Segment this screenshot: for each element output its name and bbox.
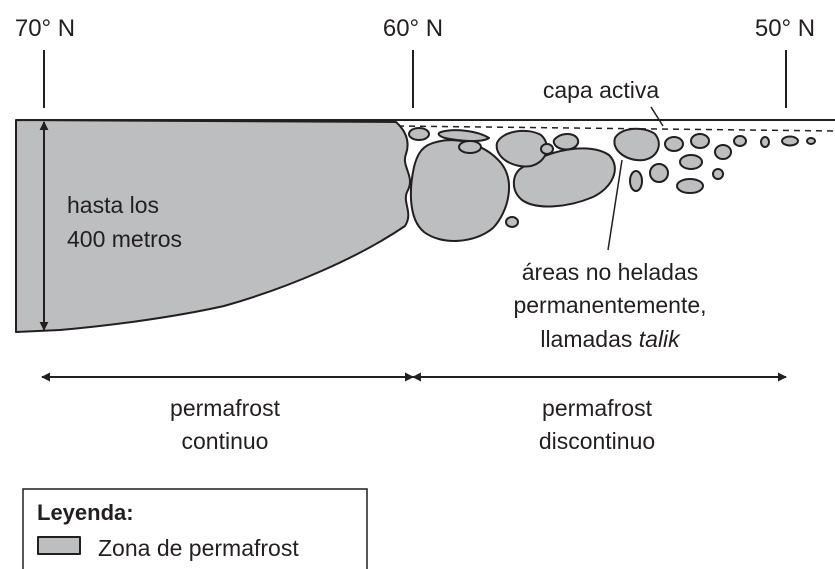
discontinuous-permafrost-patch — [497, 131, 547, 167]
latitude-label-50: 50° N — [755, 15, 815, 42]
legend-item-label: Zona de permafrost — [98, 535, 299, 561]
talik-label-prefix: llamadas — [540, 326, 638, 352]
depth-label-line1: hasta los — [67, 192, 159, 218]
talik-label-line3: llamadas talik — [540, 326, 681, 352]
continuous-label-line1: permafrost — [170, 395, 281, 421]
talik-label-line2: permanentemente, — [513, 292, 706, 318]
latitude-label-60: 60° N — [383, 15, 443, 42]
discontinuous-permafrost-patch — [677, 179, 703, 193]
discontinuous-permafrost-patch — [554, 134, 578, 149]
continuous-label-line2: continuo — [182, 428, 269, 454]
latitude-label-70: 70° N — [15, 15, 75, 42]
discontinuous-permafrost-patch — [665, 137, 683, 151]
discontinuous-permafrost-patch — [782, 137, 798, 146]
discontinuous-permafrost-patch — [734, 136, 746, 146]
discontinuous-permafrost-patch — [506, 217, 518, 227]
discontinuous-permafrost-patch — [807, 138, 815, 144]
discontinuous-label-line2: discontinuo — [539, 428, 655, 454]
discontinuous-permafrost-patch — [409, 128, 429, 140]
discontinuous-permafrost-patch — [541, 144, 553, 154]
discontinuous-permafrost-patch — [761, 137, 769, 147]
talik-label-line1: áreas no heladas — [522, 259, 698, 285]
discontinuous-permafrost-patch — [713, 169, 723, 179]
discontinuous-permafrost-patch — [411, 140, 509, 241]
depth-label-line2: 400 metros — [67, 226, 182, 252]
discontinuous-permafrost-patch — [715, 145, 731, 159]
discontinuous-permafrost-patch — [691, 134, 709, 148]
discontinuous-permafrost-patch — [680, 155, 702, 169]
discontinuous-permafrost-patch — [459, 141, 481, 153]
legend-title: Leyenda: — [37, 500, 134, 525]
active-layer-label: capa activa — [543, 77, 660, 103]
talik-term: talik — [639, 326, 681, 352]
discontinuous-label-line1: permafrost — [542, 395, 653, 421]
active-layer-leader — [651, 107, 663, 126]
discontinuous-permafrost-patch — [630, 171, 642, 191]
discontinuous-permafrost-patch — [650, 164, 668, 182]
legend-swatch — [38, 537, 80, 554]
discontinuous-permafrost-patch — [614, 129, 658, 160]
legend: Leyenda: Zona de permafrost — [23, 489, 367, 569]
